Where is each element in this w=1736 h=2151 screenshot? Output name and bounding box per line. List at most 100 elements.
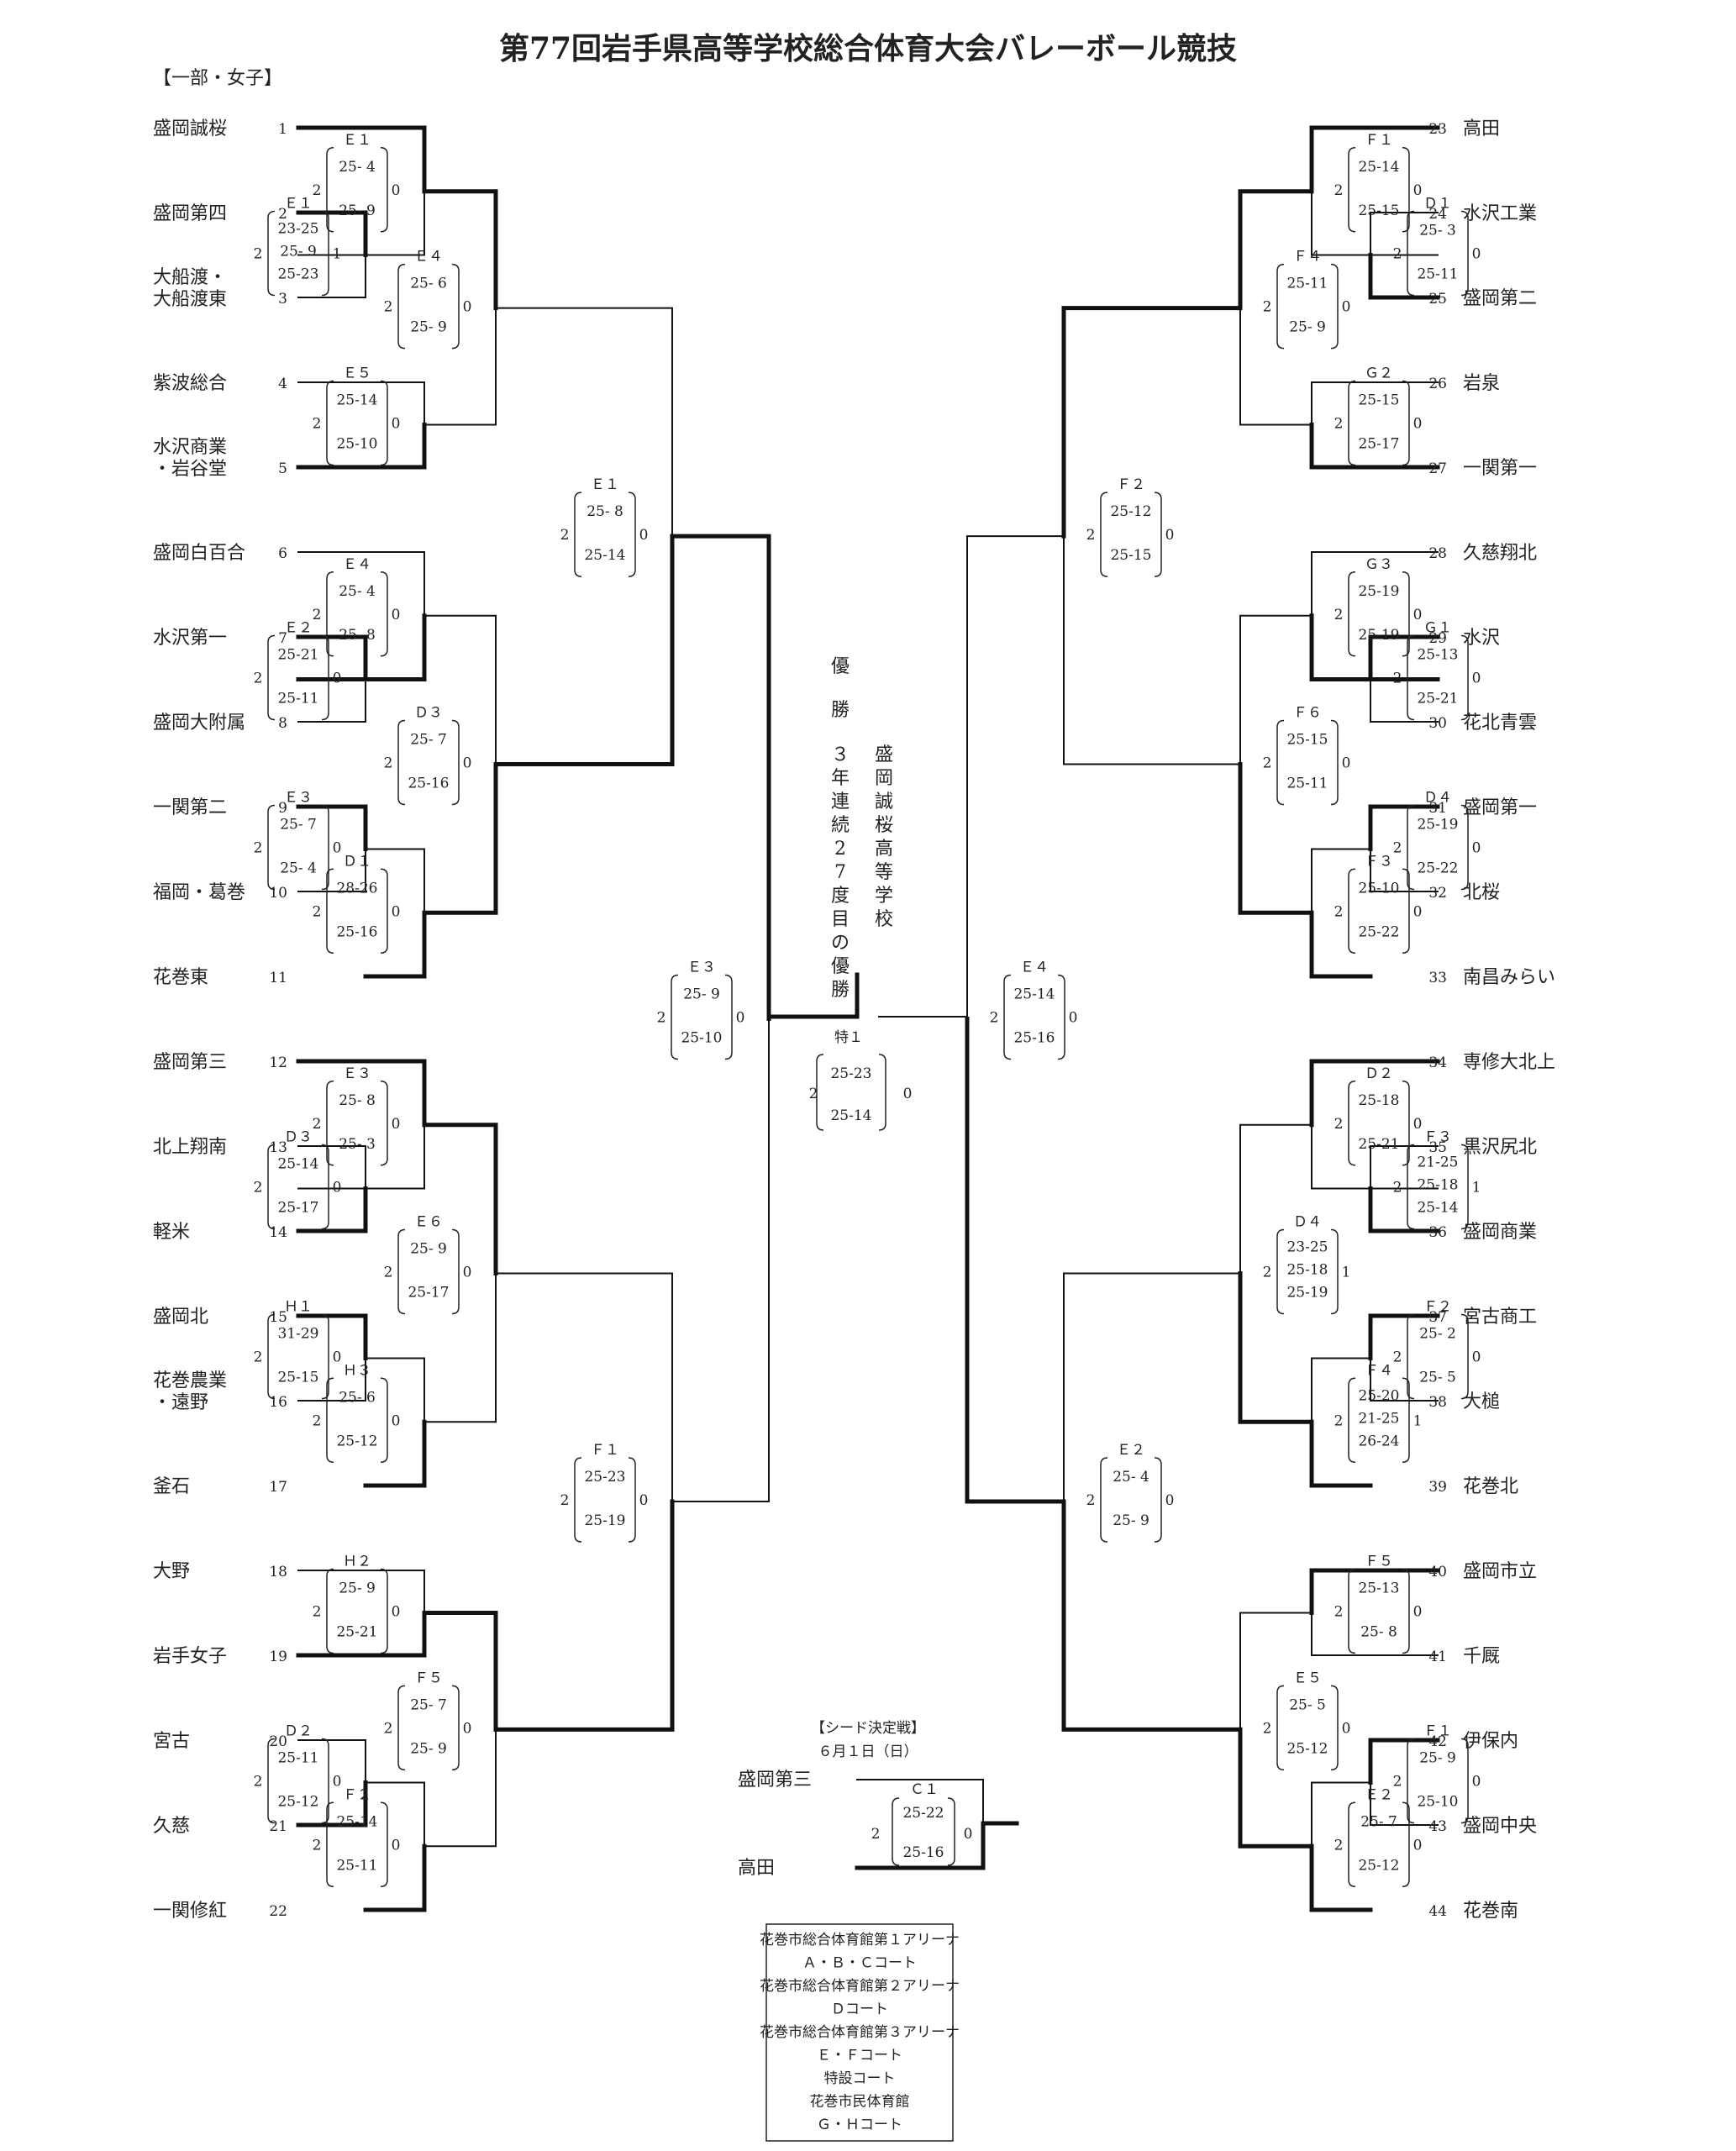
- team-name: 大槌: [1463, 1391, 1500, 1412]
- sets-lost: 0: [392, 1116, 401, 1133]
- bracket-line: [363, 1843, 427, 1912]
- score-bracket-left: [574, 1457, 582, 1543]
- match-court: Ｇ２: [1365, 366, 1393, 382]
- score-bracket-right: [380, 1377, 388, 1463]
- set-score: 25- 4: [339, 159, 376, 176]
- score-bracket-right: [1460, 1738, 1469, 1824]
- set-score: 25-14: [1417, 1200, 1458, 1217]
- sets-won: 2: [313, 903, 322, 920]
- team-name: 花北青雲: [1463, 713, 1537, 734]
- set-score: 25-23: [830, 1065, 871, 1082]
- set-score: 25-10: [1358, 880, 1399, 897]
- champion-note: 年: [831, 768, 850, 789]
- sets-won: 2: [254, 1180, 263, 1196]
- score-bracket-right: [321, 804, 329, 891]
- sets-lost: 0: [392, 903, 401, 920]
- seed-number: 26: [1428, 376, 1447, 392]
- match-court: Ｆ１: [591, 1442, 619, 1459]
- bracket-line: [296, 613, 427, 681]
- sets-lost: 0: [1165, 1492, 1175, 1509]
- set-score: 23-25: [277, 221, 318, 238]
- match-court: Ｅ３: [687, 960, 716, 976]
- seed-title: 【シード決定戦】: [811, 1720, 925, 1737]
- match-court: Ｆ２: [343, 1786, 371, 1803]
- bracket-line: [1238, 762, 1314, 915]
- set-score: 25-19: [1286, 1285, 1328, 1302]
- bracket-line: [1368, 1186, 1440, 1233]
- set-score: 25-10: [681, 1030, 722, 1047]
- set-score: 25- 4: [280, 860, 317, 877]
- seed-number: 30: [1428, 715, 1447, 732]
- score-bracket-right: [321, 1144, 329, 1230]
- champion-team: 校: [875, 909, 893, 930]
- set-score: 25-22: [1358, 923, 1399, 940]
- score-bracket-left: [267, 804, 276, 891]
- set-score: 25-15: [1286, 732, 1328, 749]
- sets-won: 2: [384, 755, 393, 772]
- bracket-line: [1309, 1843, 1373, 1912]
- set-score: 25- 7: [280, 817, 317, 834]
- bracket-line: [423, 307, 497, 426]
- set-score: 25- 9: [410, 319, 447, 336]
- set-score: 25-11: [277, 1750, 318, 1767]
- set-score: 25- 8: [587, 503, 623, 520]
- score-bracket-left: [1407, 1144, 1415, 1230]
- sets-won: 2: [313, 182, 322, 199]
- champion-label: 優: [831, 656, 850, 677]
- set-score: 25-14: [277, 1156, 318, 1173]
- bracket-line: [1309, 613, 1440, 681]
- bracket-line: [1239, 1123, 1313, 1275]
- match-court: Ｈ３: [343, 1362, 371, 1379]
- set-score: 25-12: [336, 1433, 377, 1449]
- bracket-line: [422, 1123, 498, 1275]
- team-name: 宮古商工: [1463, 1307, 1537, 1328]
- seed-number: 19: [269, 1649, 287, 1665]
- bracket-line: [297, 1357, 366, 1402]
- sets-won: 2: [1263, 1265, 1272, 1281]
- team-name: 盛岡中央: [1463, 1816, 1537, 1837]
- set-score: 25-14: [336, 392, 377, 409]
- team-name: ・遠野: [153, 1392, 208, 1413]
- score-bracket-right: [451, 263, 460, 350]
- sets-won: 2: [1334, 1412, 1344, 1429]
- bracket-line: [423, 1728, 497, 1848]
- set-score: 25-15: [277, 1370, 318, 1386]
- sets-lost: 0: [1413, 1837, 1423, 1854]
- team-name: 盛岡第四: [153, 203, 227, 224]
- sets-lost: 1: [333, 246, 342, 263]
- sets-won: 2: [1263, 1720, 1272, 1737]
- bracket-line: [1370, 1357, 1439, 1402]
- score-bracket-left: [1276, 263, 1285, 350]
- sets-lost: 0: [333, 840, 342, 857]
- score-bracket-right: [380, 1568, 388, 1654]
- sets-lost: 0: [1413, 1116, 1423, 1133]
- seed-number: 22: [269, 1903, 287, 1920]
- sets-lost: 1: [1342, 1265, 1351, 1281]
- team-name: 水沢工業: [1463, 203, 1537, 224]
- score-bracket-right: [1402, 1568, 1410, 1654]
- set-score: 26-24: [1358, 1433, 1399, 1449]
- set-score: 25- 7: [410, 732, 447, 749]
- set-score: 25- 2: [1419, 1326, 1456, 1343]
- match-court: Ｅ５: [1293, 1670, 1322, 1686]
- set-score: 25- 4: [339, 583, 376, 600]
- bracket-line: [1309, 423, 1440, 470]
- set-score: 25- 6: [339, 1389, 376, 1406]
- match-court: Ｆ５: [414, 1670, 443, 1686]
- set-score: 25- 7: [1360, 1813, 1397, 1830]
- score-bracket-right: [1460, 804, 1469, 891]
- score-bracket-right: [1402, 571, 1410, 657]
- sets-won: 2: [254, 840, 263, 857]
- seed-number: 10: [269, 885, 287, 902]
- score-bracket-right: [1330, 263, 1339, 350]
- set-score: 25-15: [1110, 547, 1151, 564]
- score-bracket-left: [1348, 1081, 1356, 1166]
- score-bracket-right: [1460, 210, 1469, 297]
- set-score: 25-14: [336, 1813, 377, 1830]
- score-bracket-right: [1057, 974, 1065, 1060]
- sets-won: 2: [871, 1826, 881, 1843]
- champion-note: 勝: [831, 980, 850, 1001]
- sets-won: 2: [313, 1116, 322, 1133]
- score-bracket-left: [267, 210, 276, 297]
- seed-number: 6: [278, 545, 287, 562]
